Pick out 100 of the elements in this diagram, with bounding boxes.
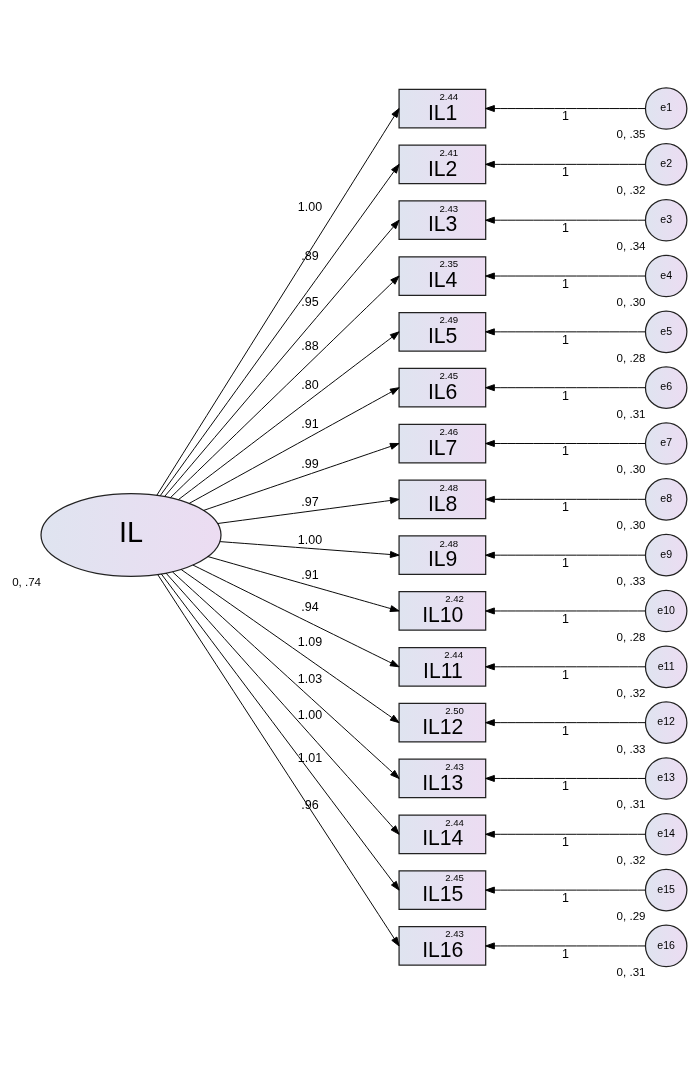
arrow bbox=[180, 568, 400, 723]
edge-label: 1.00 bbox=[297, 532, 323, 547]
node-circle: e16 bbox=[644, 924, 688, 967]
node-label: 0, .30 bbox=[616, 295, 646, 308]
node-box: 2.43 IL16 bbox=[398, 925, 487, 966]
edge-label: 1.00 bbox=[297, 707, 323, 722]
node-circle: e6 bbox=[644, 365, 688, 409]
edge-label: 1 bbox=[562, 276, 570, 291]
edge-label: 1 bbox=[562, 946, 570, 961]
arrow bbox=[485, 216, 646, 224]
arrow bbox=[485, 495, 646, 503]
node-circle: e1 bbox=[644, 86, 688, 130]
node-circle: e3 bbox=[644, 198, 688, 241]
edge-label: 1 bbox=[562, 499, 570, 514]
edge-label: 1.03 bbox=[297, 671, 323, 686]
node-box: 2.43 IL3 bbox=[398, 199, 487, 240]
node-box: 2.41 IL2 bbox=[398, 144, 487, 184]
arrow bbox=[165, 572, 400, 835]
edge-label: .97 bbox=[301, 494, 319, 509]
arrow bbox=[207, 555, 400, 612]
arrow bbox=[485, 662, 646, 670]
edge-label: .80 bbox=[301, 377, 319, 392]
node-circle: e10 bbox=[644, 589, 688, 632]
node-label: 0, .74 bbox=[12, 575, 42, 588]
edge-label: .94 bbox=[301, 599, 319, 614]
edge-label: 1 bbox=[562, 723, 570, 738]
node-label: 0, .32 bbox=[616, 686, 646, 699]
arrow bbox=[485, 272, 646, 280]
arrow bbox=[485, 886, 646, 894]
node-circle: e15 bbox=[644, 868, 688, 911]
arrow bbox=[485, 774, 646, 782]
edge-label: .88 bbox=[301, 338, 319, 353]
edge-label: .95 bbox=[301, 294, 319, 309]
arrow bbox=[485, 830, 646, 838]
node-circle: e4 bbox=[644, 254, 688, 297]
edge-label: .89 bbox=[301, 248, 319, 263]
node-circle: e9 bbox=[644, 533, 688, 576]
node-label: 0, .29 bbox=[616, 909, 646, 922]
node-circle: e7 bbox=[644, 421, 688, 465]
node-box: 2.49 IL5 bbox=[398, 311, 487, 352]
node-ellipse: IL bbox=[40, 492, 222, 577]
edge-label: 1 bbox=[562, 778, 570, 793]
edge-label: 1 bbox=[562, 164, 570, 179]
edge-label: 1 bbox=[562, 667, 570, 682]
arrow bbox=[485, 551, 646, 559]
edge-label: 1 bbox=[562, 220, 570, 235]
arrow bbox=[156, 107, 400, 496]
node-label: 0, .30 bbox=[616, 518, 646, 531]
edge-label: 1 bbox=[562, 555, 570, 570]
arrow bbox=[159, 163, 400, 496]
node-circle: e14 bbox=[644, 812, 688, 856]
arrow bbox=[164, 219, 400, 497]
node-label: 0, .34 bbox=[616, 239, 646, 252]
edge-label: 1 bbox=[562, 443, 570, 458]
node-label: 0, .28 bbox=[616, 351, 646, 364]
arrow bbox=[485, 941, 646, 949]
node-circle: e12 bbox=[644, 700, 688, 744]
arrow bbox=[172, 570, 400, 779]
node-label: 0, .31 bbox=[616, 407, 646, 420]
arrow bbox=[170, 275, 400, 498]
node-box: 2.44 IL1 bbox=[398, 88, 487, 128]
edge-label: .91 bbox=[301, 567, 319, 582]
node-box: 2.45 IL15 bbox=[398, 869, 487, 910]
arrow bbox=[178, 330, 400, 500]
node-box: 2.50 IL12 bbox=[398, 702, 487, 742]
edge-label: 1 bbox=[562, 890, 570, 905]
node-box: 2.46 IL7 bbox=[398, 423, 487, 463]
node-label: 0, .30 bbox=[616, 462, 646, 475]
edge-label: 1 bbox=[562, 108, 570, 123]
arrow bbox=[217, 496, 400, 524]
node-circle: e2 bbox=[644, 142, 688, 186]
arrow bbox=[203, 442, 400, 511]
node-label: 0, .31 bbox=[616, 797, 646, 810]
arrow bbox=[485, 383, 646, 391]
node-box: 2.48 IL8 bbox=[398, 478, 487, 519]
edge-label: 1 bbox=[562, 332, 570, 347]
node-box: 2.48 IL9 bbox=[398, 534, 487, 575]
node-box: 2.44 IL14 bbox=[398, 813, 487, 854]
node-label: 0, .32 bbox=[616, 183, 646, 196]
arrow bbox=[485, 439, 646, 447]
node-label: 0, .35 bbox=[616, 127, 646, 140]
arrow bbox=[485, 160, 646, 168]
edge-label: 1 bbox=[562, 611, 570, 626]
edge-label: 1.00 bbox=[297, 199, 323, 214]
arrow bbox=[219, 540, 400, 558]
node-box: 2.43 IL13 bbox=[398, 758, 487, 798]
node-label: 0, .33 bbox=[616, 742, 646, 755]
node-circle: e13 bbox=[644, 756, 688, 800]
node-box: 2.45 IL6 bbox=[398, 367, 487, 408]
edge-label: 1.01 bbox=[297, 750, 323, 765]
node-label: 0, .31 bbox=[616, 965, 646, 978]
node-circle: e11 bbox=[644, 645, 688, 688]
edge-label: .99 bbox=[301, 456, 319, 471]
node-label: 0, .32 bbox=[616, 853, 646, 866]
arrow bbox=[188, 386, 400, 504]
edge-label: .96 bbox=[301, 797, 319, 812]
node-circle: e5 bbox=[644, 310, 688, 353]
node-box: 2.44 IL11 bbox=[398, 646, 487, 687]
node-label: 0, .28 bbox=[616, 630, 646, 643]
node-circle: e8 bbox=[644, 477, 688, 521]
